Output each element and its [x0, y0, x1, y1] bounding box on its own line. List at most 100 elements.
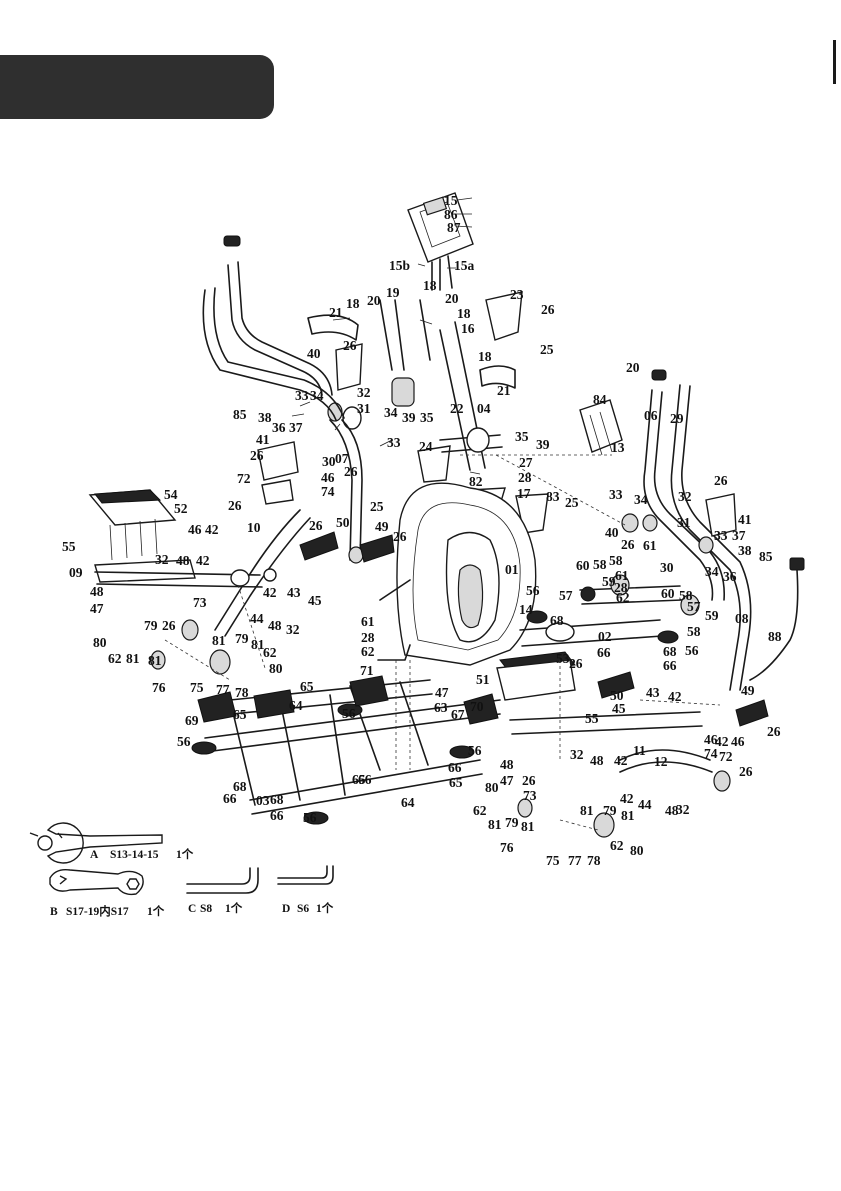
- part-label-66: 66: [663, 658, 677, 673]
- part-label-67: 67: [451, 707, 465, 722]
- part-label-34: 34: [310, 388, 324, 403]
- exploded-view-drawing: [88, 192, 805, 838]
- part-label-30: 30: [660, 560, 674, 575]
- part-label-38: 38: [738, 543, 752, 558]
- part-label-32: 32: [676, 802, 690, 817]
- part-label-42: 42: [668, 689, 682, 704]
- part-label-26: 26: [522, 773, 536, 788]
- part-label-17: 17: [517, 486, 531, 501]
- part-label-66: 66: [358, 772, 372, 787]
- part-label-33: 33: [387, 435, 401, 450]
- part-label-26: 26: [250, 448, 264, 463]
- part-label-73: 73: [523, 788, 537, 803]
- part-label-86: 86: [444, 207, 458, 222]
- section-header-tab: [0, 55, 274, 119]
- part-label-48: 48: [90, 584, 104, 599]
- part-label-46: 46: [188, 522, 202, 537]
- part-label-32: 32: [357, 385, 371, 400]
- part-label-64: 64: [289, 698, 303, 713]
- part-label-65: 65: [449, 775, 463, 790]
- part-label-48: 48: [176, 553, 190, 568]
- part-label-39: 39: [402, 410, 416, 425]
- part-label-16: 16: [461, 321, 475, 336]
- part-label-72: 72: [237, 471, 251, 486]
- part-label-38: 38: [258, 410, 272, 425]
- part-label-80: 80: [93, 635, 107, 650]
- part-label-26: 26: [228, 498, 242, 513]
- part-label-44: 44: [638, 797, 652, 812]
- part-label-41: 41: [256, 432, 270, 447]
- part-label-66: 66: [448, 760, 462, 775]
- part-label-32: 32: [678, 489, 692, 504]
- part-label-56: 56: [468, 743, 482, 758]
- tool-c-spec: S8: [200, 903, 212, 915]
- part-label-48: 48: [268, 618, 282, 633]
- part-label-42: 42: [614, 753, 628, 768]
- part-label-68: 68: [270, 792, 284, 807]
- part-label-06: 06: [644, 408, 658, 423]
- part-label-04: 04: [477, 401, 491, 416]
- part-label-49: 49: [741, 683, 755, 698]
- part-label-79: 79: [505, 815, 519, 830]
- tool-b-letter: B: [50, 906, 58, 918]
- part-label-70: 70: [470, 699, 484, 714]
- part-label-81: 81: [488, 817, 502, 832]
- part-label-26: 26: [739, 764, 753, 779]
- part-label-40: 40: [307, 346, 321, 361]
- part-label-60: 60: [661, 586, 675, 601]
- part-label-80: 80: [630, 843, 644, 858]
- part-label-77: 77: [568, 853, 582, 868]
- part-label-19: 19: [386, 285, 400, 300]
- part-label-25: 25: [565, 495, 579, 510]
- part-label-77: 77: [216, 682, 230, 697]
- part-label-42: 42: [715, 734, 729, 749]
- wrench-a-icon: [29, 822, 163, 864]
- part-label-79: 79: [144, 618, 158, 633]
- part-label-34: 34: [384, 405, 398, 420]
- part-label-36: 36: [272, 420, 286, 435]
- part-label-65: 65: [300, 679, 314, 694]
- part-label-26: 26: [621, 537, 635, 552]
- part-label-48: 48: [500, 757, 514, 772]
- part-label-58: 58: [679, 588, 693, 603]
- tool-c-letter: C: [188, 903, 196, 915]
- part-label-45: 45: [308, 593, 322, 608]
- part-label-27: 27: [519, 455, 533, 470]
- part-label-69: 69: [185, 713, 199, 728]
- part-label-83: 83: [546, 489, 560, 504]
- part-label-61: 61: [643, 538, 657, 553]
- part-label-62: 62: [616, 590, 630, 605]
- part-label-42: 42: [205, 522, 219, 537]
- part-label-33: 33: [714, 528, 728, 543]
- part-label-79: 79: [603, 803, 617, 818]
- part-label-43: 43: [287, 585, 301, 600]
- part-label-09: 09: [69, 565, 83, 580]
- part-label-82: 82: [469, 474, 483, 489]
- part-label-85: 85: [759, 549, 773, 564]
- part-label-10: 10: [247, 520, 261, 535]
- tool-list: A S13-14-15 1个 B S17-19内S17 1个 C S8 1个 D…: [50, 847, 334, 918]
- part-label-28: 28: [361, 630, 375, 645]
- part-label-26: 26: [309, 518, 323, 533]
- tool-a-spec: S13-14-15: [110, 849, 159, 861]
- part-label-23: 23: [510, 287, 524, 302]
- part-label-18: 18: [346, 296, 360, 311]
- part-label-13: 13: [611, 440, 625, 455]
- part-label-58: 58: [609, 553, 623, 568]
- part-label-46: 46: [731, 734, 745, 749]
- part-label-79: 79: [235, 631, 249, 646]
- part-label-14: 14: [519, 602, 533, 617]
- tool-d-qty: 1个: [316, 901, 334, 915]
- part-label-80: 80: [485, 780, 499, 795]
- part-label-31: 31: [357, 401, 371, 416]
- part-label-60: 60: [576, 558, 590, 573]
- hex-key-c-icon: [186, 867, 259, 894]
- part-label-26: 26: [344, 464, 358, 479]
- part-label-33: 33: [295, 388, 309, 403]
- part-label-35: 35: [515, 429, 529, 444]
- part-label-47: 47: [500, 773, 514, 788]
- part-label-30: 30: [322, 454, 336, 469]
- part-label-26: 26: [714, 473, 728, 488]
- part-label-44: 44: [250, 611, 264, 626]
